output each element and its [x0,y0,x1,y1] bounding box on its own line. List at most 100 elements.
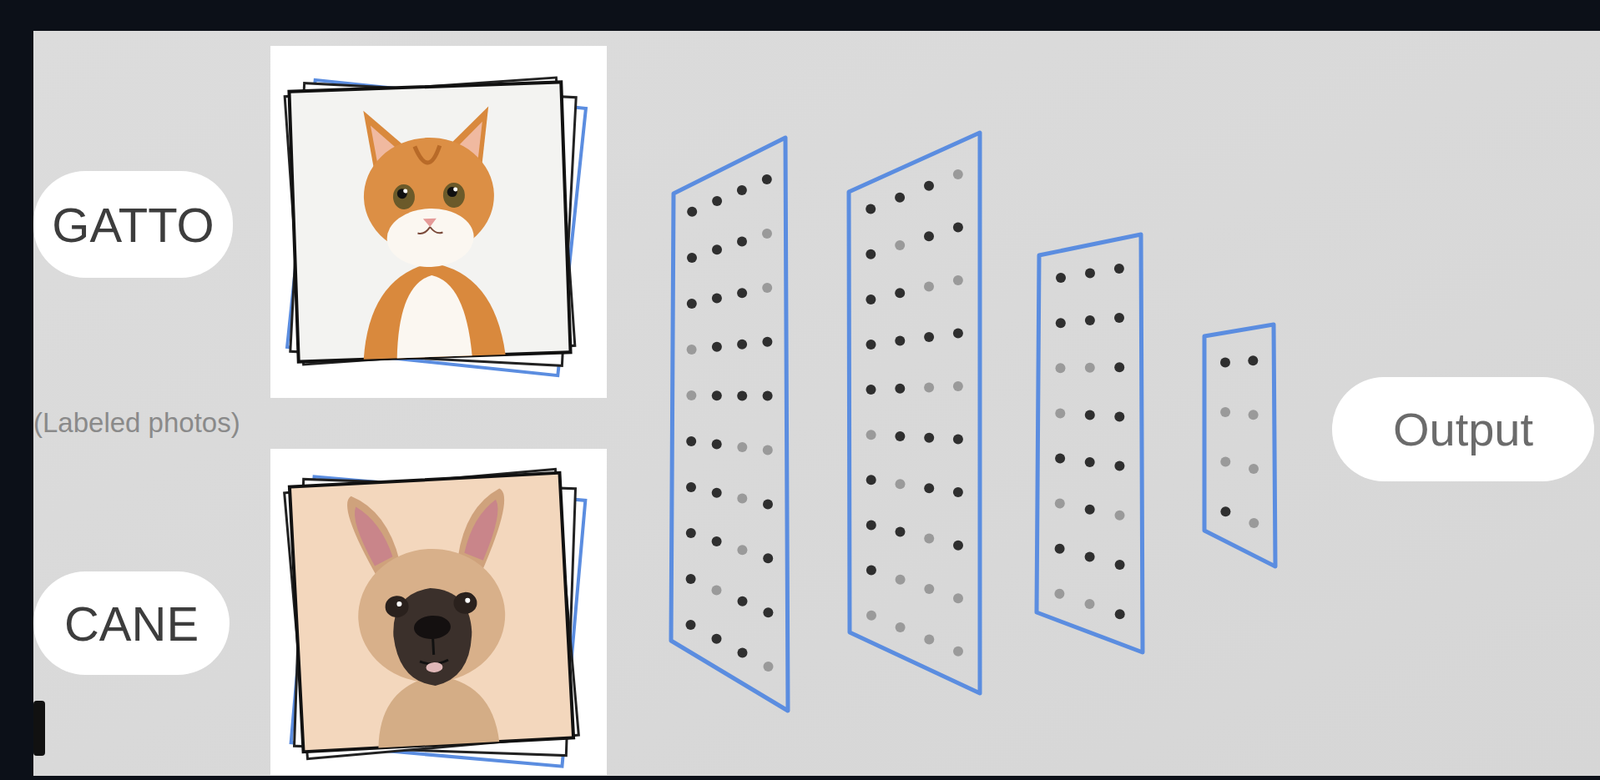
neuron-dot [1085,409,1096,420]
neuron-dot [736,185,748,196]
neuron-dot [923,433,934,444]
layer-frame [1036,234,1143,653]
neuron-dot [1220,407,1231,418]
neuron-dot [1085,363,1096,374]
neuron-dot [1085,504,1096,515]
label-pill: Output [1332,377,1595,482]
neuron-dot [1085,315,1096,326]
neuron-dot [762,337,773,348]
neuron-dot [711,488,722,499]
neuron-dot [1055,363,1066,374]
neuron-dot [736,390,748,401]
neuron-dot [736,287,748,298]
layer-frame [671,137,788,712]
neuron-dot [1114,362,1125,373]
neuron-dot [866,384,877,395]
neuron-dot [762,445,773,456]
dog-photo-stack [270,449,607,776]
neuron-dot [866,429,877,440]
neuron-dot [923,634,934,645]
neuron-dot [1114,263,1125,274]
neuron-dot [923,534,934,545]
neuron-dot [711,390,722,401]
neuron-dot [953,487,964,498]
edge-mark [33,701,46,757]
neuron-dot [923,181,934,192]
neuron-dot [686,298,697,309]
layer-frame [1204,324,1276,567]
neuron-dot [895,479,906,490]
neuron-dot [711,293,722,304]
neuron-dot [866,520,877,531]
neuron-dot [686,344,697,355]
label-pill: GATTO [33,171,233,278]
neuron-dot [736,442,748,453]
neuron-dot [895,622,906,633]
neuron-dot [923,282,934,293]
neuron-dot [866,339,877,350]
neuron-dot [1085,268,1096,279]
pill-text: GATTO [51,196,214,253]
neuron-dot [894,240,905,251]
light-panel [33,30,1600,777]
neuron-dot [762,391,773,402]
neuron-dot [1220,457,1231,468]
neuron-dot [1054,408,1065,419]
neuron-dot [736,545,748,556]
neuron-dot [736,339,748,350]
neuron-dot [711,439,722,450]
neuron-dot [866,474,877,485]
neuron-dot [762,228,773,239]
neuron-dot [711,536,722,547]
neuron-dot [923,231,934,242]
neuron-dot [1247,355,1258,366]
neuron-dot [1085,551,1096,562]
neuron-dot [953,381,964,392]
neuron-dot [686,528,697,539]
neuron-dot [894,287,905,298]
neuron-dot [686,390,697,401]
neuron-dot [1220,506,1231,517]
neuron-dot [865,249,876,260]
neuron-dot [1054,454,1065,465]
neuron-dot [737,596,748,607]
neuron-dot [1055,317,1066,329]
label-pill: CANE [33,571,230,676]
neuron-dot [1114,312,1125,324]
neuron-dot [762,174,773,185]
neuron-dot [953,593,964,604]
neuron-dot [763,661,774,672]
neuron-dot [1085,457,1096,468]
neuron-dot [686,436,697,447]
layer-frame [848,132,980,694]
neuron-dot [711,585,722,596]
neuron-dot [895,575,906,586]
neuron-dot [1114,411,1125,422]
neuron-dot [762,499,773,510]
neuron-dot [866,610,877,621]
neuron-dot [1114,461,1125,472]
neural-network-layers [671,132,1276,712]
caption-label: (Labeled photos) [33,407,241,440]
neuron-dot [1115,560,1126,571]
neuron-dot [686,252,697,263]
neuron-dot [953,222,964,233]
neuron-dot [953,169,964,180]
neuron-dot [894,192,905,203]
neuron-dot [953,540,964,551]
neuron-dot [866,565,877,576]
neuron-dot [1115,609,1126,620]
neuron-dot [1054,544,1065,555]
neuron-dot [865,294,876,305]
neuron-dot [1115,510,1126,521]
neuron-dot [923,584,934,595]
neuron-dot [1248,464,1259,475]
neuron-dot [953,434,964,445]
pill-text: Output [1393,402,1534,457]
pill-text: CANE [64,595,199,652]
neuron-dot [923,382,934,393]
